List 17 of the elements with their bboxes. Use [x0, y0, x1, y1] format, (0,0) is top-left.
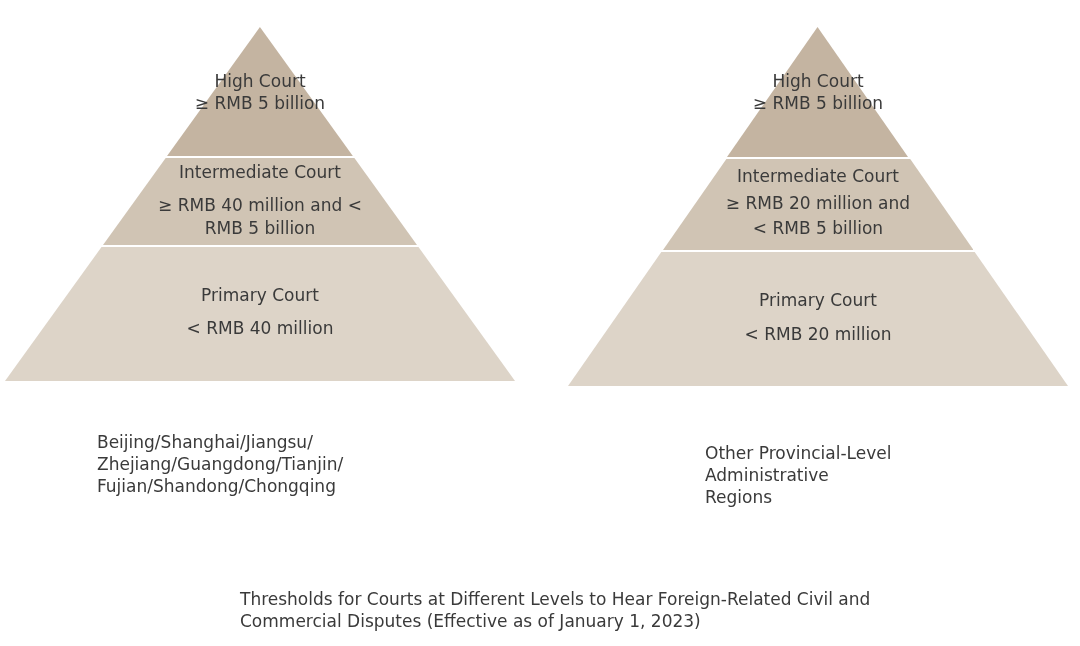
pyramid-tier [727, 27, 909, 157]
pyramid-tier [167, 27, 353, 156]
tier-title: Intermediate Court [179, 161, 341, 183]
tier-title: Primary Court [201, 284, 319, 306]
region-list: Other Provincial-Level Administrative Regions [705, 442, 897, 508]
threshold-text: < RMB 40 million [186, 317, 334, 339]
tier-title: Primary Court [759, 289, 877, 311]
threshold-text: ≥ RMB 20 million and < RMB 5 billion [724, 192, 912, 240]
threshold-text: ≥ RMB 40 million and < RMB 5 billion [157, 194, 363, 240]
pyramid-tier [568, 252, 1068, 386]
region-list: Beijing/Shanghai/Jiangsu/ Zhejiang/Guangdong/Tianjin/ Fujian/Shandong/Chongqing [97, 431, 387, 497]
pyramid-tier [662, 159, 974, 250]
tier-title: Intermediate Court [737, 165, 899, 187]
caption: Thresholds for Courts at Different Levels to Hear Foreign-Related Civil and Commercial Disputes (Effective as of January 1, 2023) [240, 588, 872, 632]
pyramid-tier [5, 247, 515, 381]
pyramid-tier [102, 158, 417, 245]
threshold-text: < RMB 20 million [744, 323, 892, 345]
